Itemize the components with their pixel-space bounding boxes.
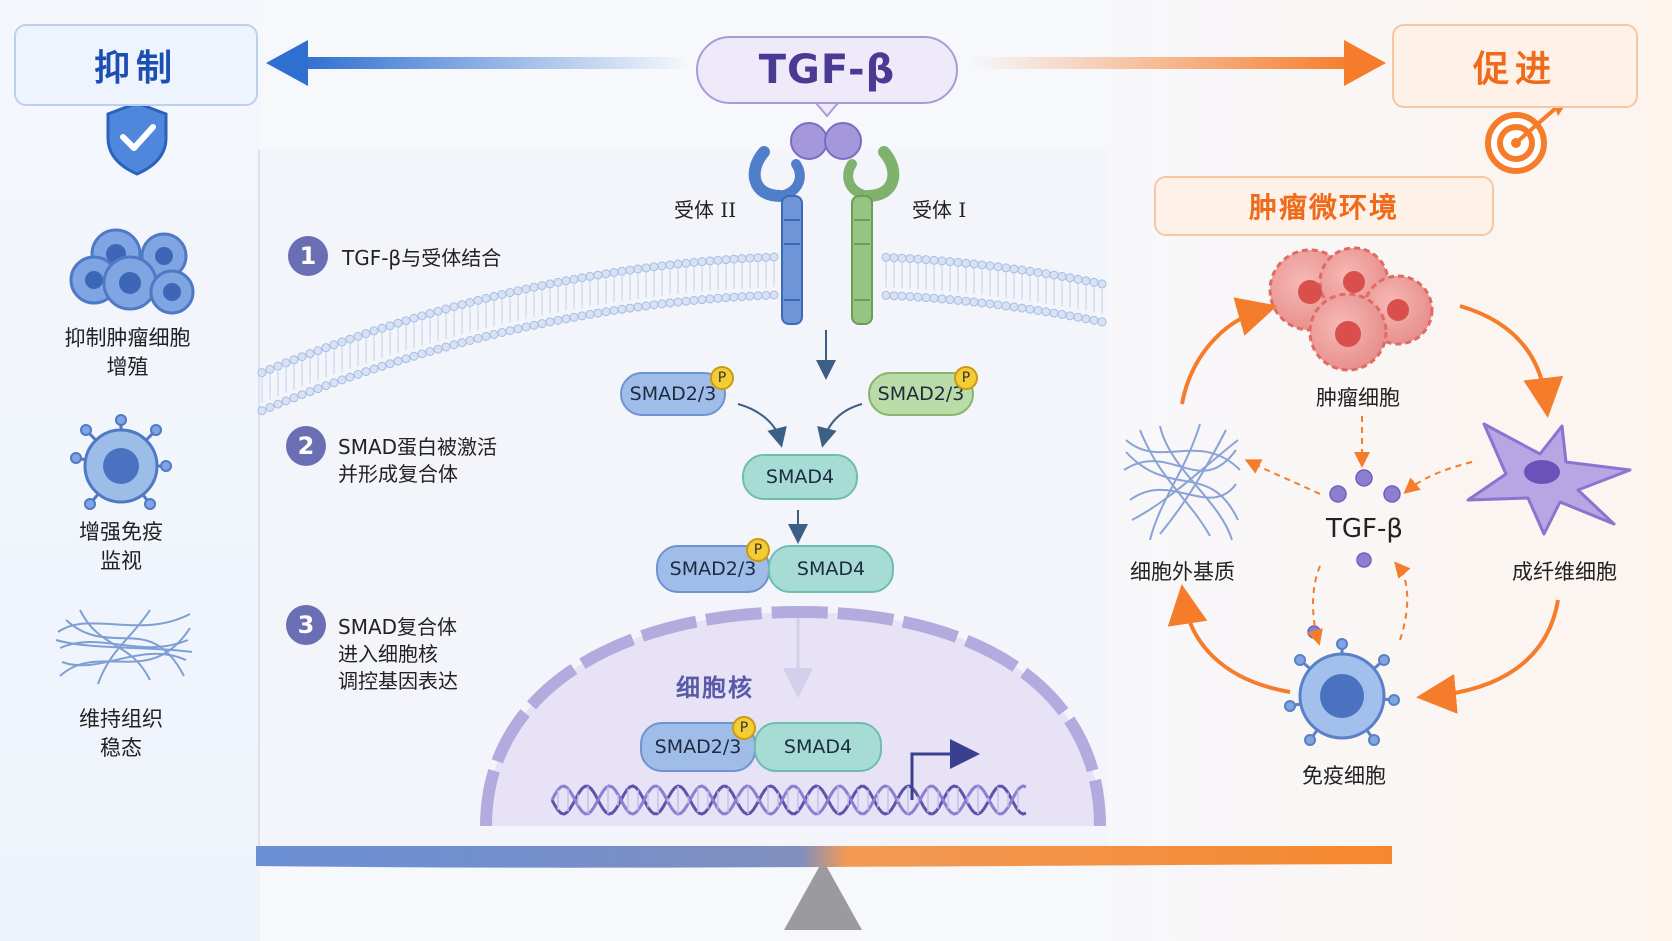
promote-arrow-head xyxy=(1344,40,1386,86)
fiber-mesh-icon xyxy=(55,609,193,685)
inhibit-label: 抑制 xyxy=(14,24,258,106)
smad4-free: SMAD4 xyxy=(742,454,858,500)
inhibit-item-3: 维持组织 稳态 xyxy=(79,707,163,760)
step-3-text: SMAD复合体 进入细胞核 调控基因表达 xyxy=(338,615,458,693)
step-2-text: SMAD蛋白被激活 并形成复合体 xyxy=(338,435,498,486)
nucleus xyxy=(480,605,1106,827)
step-3-number: 3 xyxy=(286,605,326,645)
phospho-badge: P xyxy=(954,366,978,390)
step-2-number: 2 xyxy=(286,426,326,466)
ecm-fiber-icon xyxy=(1123,423,1241,541)
promote-label: 促进 xyxy=(1392,24,1638,108)
tme-immune-cell-icon xyxy=(1284,638,1400,746)
step-1-text: TGF-β与受体结合 xyxy=(342,246,502,270)
tme-tumor-cell-label: 肿瘤细胞 xyxy=(1316,386,1400,410)
inhibit-arrow-head xyxy=(266,40,308,86)
receptor-type2 xyxy=(748,146,805,325)
fibroblast-icon xyxy=(1466,422,1632,536)
phospho-badge: P xyxy=(746,538,770,562)
receptor-type2-label: 受体 II xyxy=(674,198,737,222)
step-1-number: 1 xyxy=(288,236,328,276)
receptor-type1-label: 受体 I xyxy=(912,198,967,222)
tme-title: 肿瘤微环境 xyxy=(1154,176,1494,236)
tumor-cells-icon xyxy=(69,228,195,315)
receptor-type1 xyxy=(843,146,900,325)
tme-fibroblast-label: 成纤维细胞 xyxy=(1512,560,1617,584)
tme-ecm-label: 细胞外基质 xyxy=(1130,560,1235,584)
inhibit-item-2: 增强免疫 监视 xyxy=(79,520,163,573)
inhibit-arrow-shaft xyxy=(300,57,690,69)
tumor-cell-cluster-icon xyxy=(1268,246,1434,372)
phospho-badge: P xyxy=(710,366,734,390)
tgf-ligand xyxy=(790,122,862,160)
smad23-receptor-ii: SMAD2/3 xyxy=(620,372,726,416)
tgf-callout-tail xyxy=(813,102,841,118)
promote-arrow-shaft xyxy=(970,57,1355,69)
inhibit-item-1: 抑制肿瘤细胞 增殖 xyxy=(64,326,191,379)
tgf-title: TGF-β xyxy=(696,36,958,104)
target-icon xyxy=(1485,100,1566,174)
dna-helix xyxy=(550,784,1027,816)
balance-seesaw xyxy=(256,846,1392,930)
nuclear-complex-smad4: SMAD4 xyxy=(754,722,882,772)
transcription-arrow xyxy=(910,739,980,800)
smad-complex-smad4: SMAD4 xyxy=(768,545,894,593)
shield-check-icon xyxy=(106,101,168,176)
phospho-badge: P xyxy=(732,716,756,740)
nucleus-label: 细胞核 xyxy=(676,674,754,702)
cell-membrane xyxy=(257,252,1107,416)
tme-immune-cell-label: 免疫细胞 xyxy=(1302,764,1386,788)
smad23-receptor-i: SMAD2/3 xyxy=(868,372,974,416)
tme-tgf-label: TGF-β xyxy=(1326,514,1403,544)
tme-tgf-dots xyxy=(1307,469,1401,639)
immune-cell-icon xyxy=(70,414,172,510)
